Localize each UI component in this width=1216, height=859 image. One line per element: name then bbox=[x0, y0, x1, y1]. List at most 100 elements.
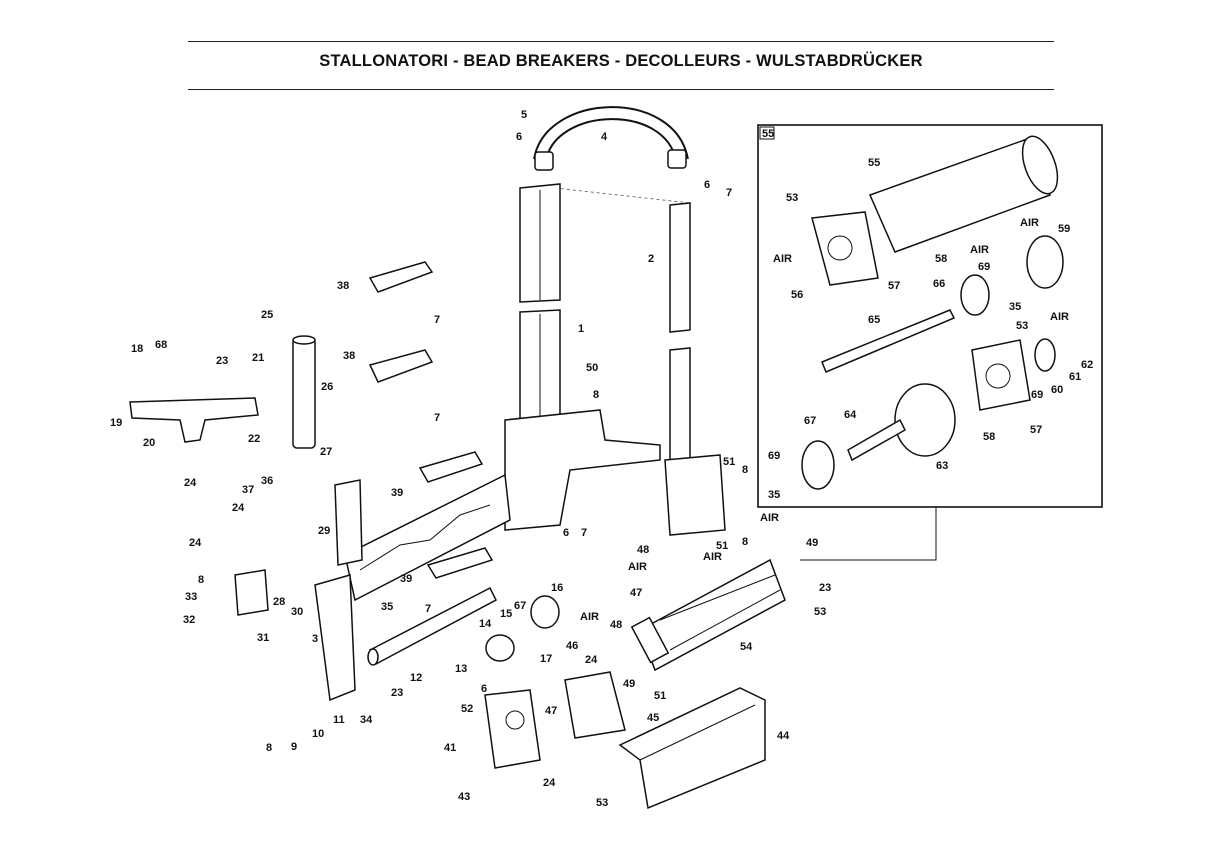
header-rule-bottom bbox=[188, 89, 1054, 90]
callout: 3 bbox=[312, 633, 318, 645]
callout: 64 bbox=[844, 409, 857, 421]
callout: 46 bbox=[566, 640, 578, 652]
callout: 32 bbox=[183, 614, 195, 626]
callout: 34 bbox=[360, 714, 373, 726]
callout: 30 bbox=[291, 606, 303, 618]
callout: 39 bbox=[400, 573, 412, 585]
callout: 11 bbox=[333, 714, 345, 726]
callout: 69 bbox=[978, 261, 990, 273]
callout: 53 bbox=[786, 192, 798, 204]
callout: 35 bbox=[1009, 301, 1021, 313]
air-label: AIR bbox=[1020, 217, 1039, 229]
callout: 62 bbox=[1081, 359, 1093, 371]
air-label: AIR bbox=[580, 611, 599, 623]
callout: 24 bbox=[189, 537, 202, 549]
callout: 60 bbox=[1051, 384, 1063, 396]
callout: 8 bbox=[742, 464, 748, 476]
air-label: AIR bbox=[773, 253, 792, 265]
callout: 22 bbox=[248, 433, 260, 445]
callout: 44 bbox=[777, 730, 790, 742]
callout: 33 bbox=[185, 591, 197, 603]
callout: 4 bbox=[601, 131, 608, 143]
callout: 7 bbox=[726, 187, 732, 199]
callout: 57 bbox=[1030, 424, 1042, 436]
callout: 23 bbox=[819, 582, 831, 594]
callout: 28 bbox=[273, 596, 285, 608]
callout: 6 bbox=[516, 131, 522, 143]
callout: 27 bbox=[320, 446, 332, 458]
header-rule-top bbox=[188, 41, 1054, 42]
callout: 69 bbox=[1031, 389, 1043, 401]
callout: 29 bbox=[318, 525, 330, 537]
callout: 24 bbox=[184, 477, 197, 489]
callout: 54 bbox=[740, 641, 753, 653]
callout: 41 bbox=[444, 742, 456, 754]
callout: 53 bbox=[1016, 320, 1028, 332]
callout: 35 bbox=[381, 601, 393, 613]
callout: 16 bbox=[551, 582, 563, 594]
callout: 20 bbox=[143, 437, 155, 449]
callout: 31 bbox=[257, 632, 269, 644]
air-label: AIR bbox=[1050, 311, 1069, 323]
air-label: AIR bbox=[703, 551, 722, 563]
callout: 67 bbox=[514, 600, 526, 612]
callout: 8 bbox=[266, 742, 272, 754]
page-title: STALLONATORI - BEAD BREAKERS - DECOLLEUR… bbox=[319, 52, 923, 70]
callout: 69 bbox=[768, 450, 780, 462]
callout: 26 bbox=[321, 381, 333, 393]
callout: 66 bbox=[933, 278, 945, 290]
callout: 37 bbox=[242, 484, 254, 496]
callout: 52 bbox=[461, 703, 473, 715]
callout: 39 bbox=[391, 487, 403, 499]
callout: 7 bbox=[581, 527, 587, 539]
callout: 58 bbox=[935, 253, 947, 265]
callout: 10 bbox=[312, 728, 324, 740]
callout: 24 bbox=[232, 502, 245, 514]
callout: 63 bbox=[936, 460, 948, 472]
callout: 6 bbox=[704, 179, 710, 191]
callout: 9 bbox=[291, 741, 297, 753]
callout: 58 bbox=[983, 431, 995, 443]
callout: 49 bbox=[623, 678, 635, 690]
callout: 25 bbox=[261, 309, 273, 321]
callout: 7 bbox=[434, 412, 440, 424]
callout: 21 bbox=[252, 352, 264, 364]
callout: 6 bbox=[563, 527, 569, 539]
callout: 35 bbox=[768, 489, 780, 501]
callout: 5 bbox=[521, 109, 527, 121]
callout: 38 bbox=[343, 350, 355, 362]
air-label: AIR bbox=[628, 561, 647, 573]
callout: 51 bbox=[716, 540, 728, 552]
callout: 2 bbox=[648, 253, 654, 265]
callout: 23 bbox=[391, 687, 403, 699]
callout: 45 bbox=[647, 712, 659, 724]
callout: 43 bbox=[458, 791, 470, 803]
air-label: AIR bbox=[760, 512, 779, 524]
callout: 38 bbox=[337, 280, 349, 292]
callout: 53 bbox=[596, 797, 608, 809]
callout: 61 bbox=[1069, 371, 1081, 383]
callout: 14 bbox=[479, 618, 492, 630]
callout: 50 bbox=[586, 362, 598, 374]
callout: 57 bbox=[888, 280, 900, 292]
callout: 15 bbox=[500, 608, 512, 620]
callout: 19 bbox=[110, 417, 122, 429]
callout: 13 bbox=[455, 663, 467, 675]
callout: 48 bbox=[610, 619, 622, 631]
callout: 1 bbox=[578, 323, 584, 335]
callout: 51 bbox=[723, 456, 735, 468]
drawing-linework bbox=[129, 106, 1103, 810]
callout: 18 bbox=[131, 343, 143, 355]
callout: 51 bbox=[654, 690, 666, 702]
callout: 68 bbox=[155, 339, 167, 351]
callout: 8 bbox=[593, 389, 599, 401]
air-labels: AIR AIR AIR AIR AIR AIR AIR AIR bbox=[580, 217, 1069, 623]
callout: 8 bbox=[198, 574, 204, 586]
inset-number: 55 bbox=[762, 128, 774, 140]
callout: 24 bbox=[585, 654, 598, 666]
callout: 47 bbox=[545, 705, 557, 717]
callout: 12 bbox=[410, 672, 422, 684]
callout: 59 bbox=[1058, 223, 1070, 235]
callout: 7 bbox=[425, 603, 431, 615]
